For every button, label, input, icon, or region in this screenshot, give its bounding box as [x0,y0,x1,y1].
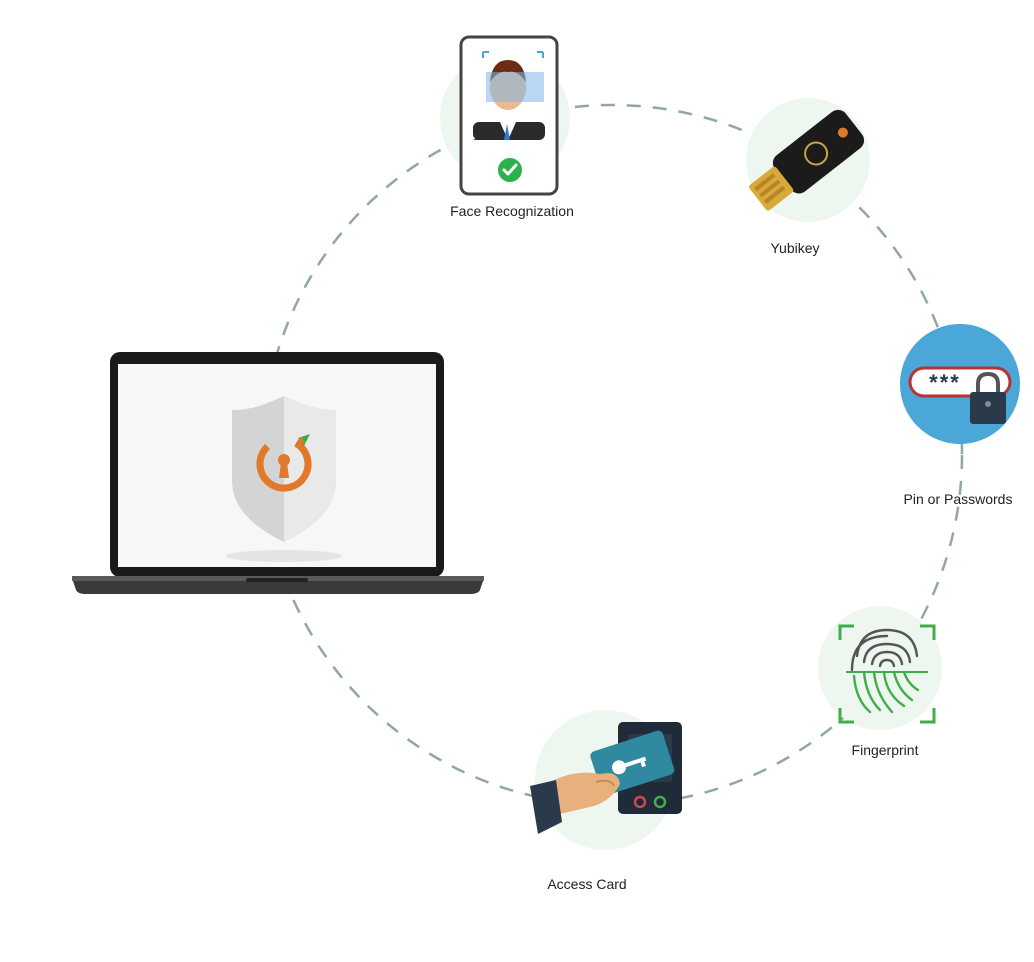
label-face-recognition: Face Recognization [450,203,574,219]
fingerprint-icon [838,624,936,724]
pin-text: *** [929,370,961,395]
label-pin-passwords: Pin or Passwords [903,491,1013,507]
access-card-icon [530,722,682,834]
label-fingerprint: Fingerprint [851,742,919,758]
label-yubikey: Yubikey [770,240,820,256]
face-recognition-phone-icon [459,35,559,196]
label-access-card: Access Card [547,876,627,892]
yubikey-icon [749,109,865,211]
laptop-shield-icon [72,352,484,594]
pin-password-icon [900,324,1020,444]
